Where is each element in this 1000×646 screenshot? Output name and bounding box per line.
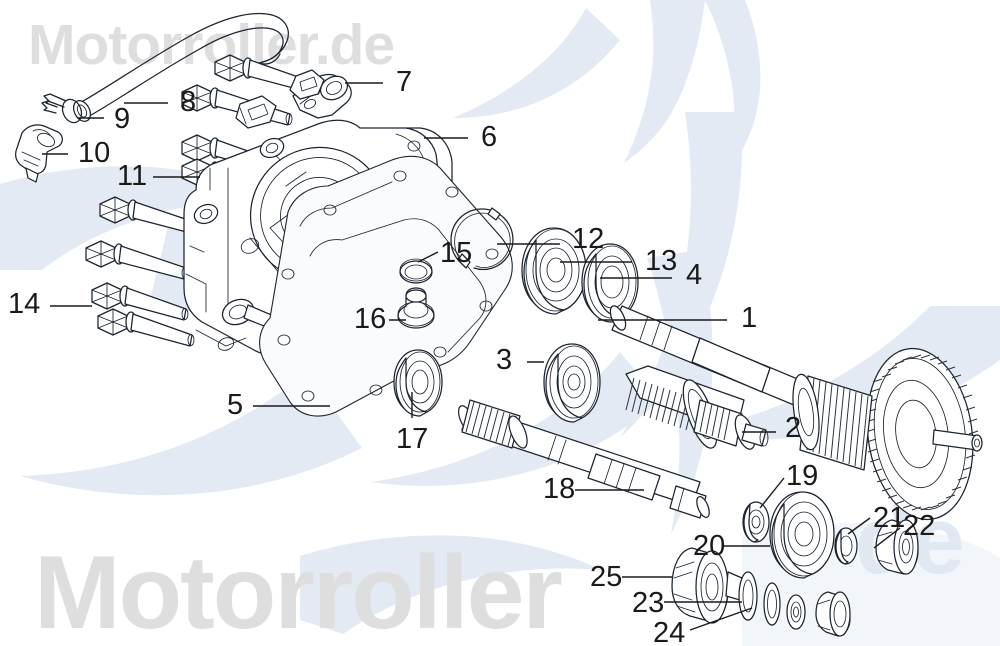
part-ball-bearing-lower	[393, 349, 443, 417]
leader-21	[847, 517, 871, 535]
callout-label-13[interactable]: 13	[645, 245, 678, 277]
part-thrust-washer	[742, 501, 770, 543]
callout-label-19[interactable]: 19	[786, 460, 819, 492]
callout-label-3[interactable]: 3	[496, 344, 513, 376]
callout-label-1[interactable]: 1	[741, 302, 758, 334]
callout-label-4[interactable]: 4	[686, 259, 703, 291]
callout-label-20[interactable]: 20	[693, 530, 726, 562]
leader-15	[417, 251, 439, 263]
part-axle-nut	[875, 519, 919, 575]
part-sealing-washer	[399, 258, 433, 284]
part-intermediate-gear-shaft	[625, 365, 769, 450]
callout-label-18[interactable]: 18	[543, 473, 576, 505]
callout-label-10[interactable]: 10	[78, 137, 111, 169]
part-final-drive-gear	[792, 347, 983, 521]
callout-label-2[interactable]: 2	[785, 412, 802, 444]
part-wheel-bearing	[769, 491, 835, 579]
leader-24	[689, 607, 753, 631]
callout-label-5[interactable]: 5	[227, 389, 244, 421]
part-countershaft	[457, 399, 710, 519]
part-o-ring-seals	[738, 571, 781, 626]
part-oil-drain-plug	[397, 287, 435, 329]
part-circlip-snap-ring	[450, 207, 514, 271]
leader-19	[759, 477, 785, 509]
part-wheel-hub-flange	[671, 547, 743, 624]
part-washer-set	[786, 591, 851, 637]
leader-22	[873, 527, 901, 549]
callout-label-8[interactable]: 8	[180, 86, 197, 118]
callout-label-17[interactable]: 17	[396, 423, 429, 455]
part-hose-clamp	[41, 93, 83, 124]
callout-label-16[interactable]: 16	[354, 303, 387, 335]
part-gasket	[259, 155, 513, 417]
part-vent-elbow-fitting	[15, 124, 63, 183]
callout-label-7[interactable]: 7	[396, 66, 413, 98]
part-spacer-washer	[834, 527, 858, 565]
callout-label-21[interactable]: 21	[873, 502, 906, 534]
callout-label-14[interactable]: 14	[8, 288, 41, 320]
part-ball-bearing-upper	[543, 343, 601, 423]
part-oil-seal	[581, 243, 639, 323]
callout-label-25[interactable]: 25	[590, 561, 623, 593]
callout-label-15[interactable]: 15	[440, 237, 473, 269]
part-ball-bearing-output	[521, 227, 587, 315]
part-breather-hose	[72, 12, 289, 122]
callout-label-22[interactable]: 22	[903, 510, 936, 542]
part-pinion-gear	[461, 399, 528, 449]
callout-label-9[interactable]: 9	[114, 103, 131, 135]
callout-label-23[interactable]: 23	[632, 587, 665, 619]
callout-label-12[interactable]: 12	[572, 223, 605, 255]
callout-leader-lines	[42, 82, 901, 631]
callout-label-24[interactable]: 24	[653, 617, 686, 646]
callout-label-11[interactable]: 11	[117, 160, 148, 192]
callout-label-6[interactable]: 6	[481, 121, 498, 153]
